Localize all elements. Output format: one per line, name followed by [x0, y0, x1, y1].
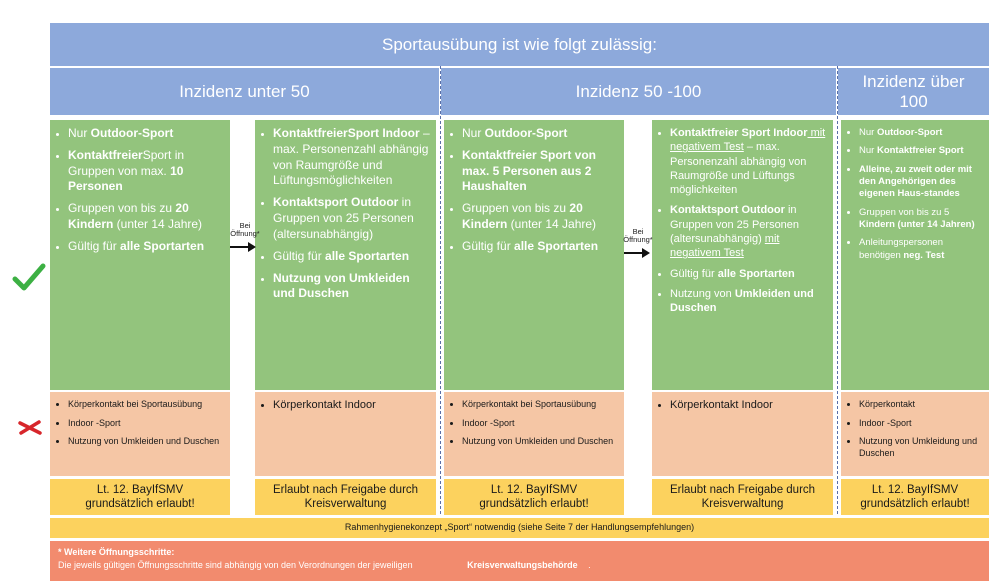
allowed-box-50-100-initial: Nur Outdoor-Sport Kontaktfreier Sport vo…	[444, 120, 624, 390]
list-item: Indoor -Sport	[68, 417, 224, 430]
not-allowed-box-under-50-opening: Körperkontakt Indoor	[255, 392, 436, 476]
list-item: Körperkontakt bei Sportausübung	[462, 398, 618, 411]
list-item: Gruppen von bis zu 5 Kindern (unter 14 J…	[859, 206, 983, 232]
footer-title: * Weitere Öffnungsschritte:	[58, 547, 175, 557]
list-item: Nutzung von Umkleiden und Duschen	[68, 435, 224, 448]
list-item: Nur Outdoor-Sport	[859, 126, 983, 139]
list-item: Körperkontakt bei Sportausübung	[68, 398, 224, 411]
legal-status-text: Lt. 12. BayIfSMV grundsätzlich erlaubt!	[860, 483, 970, 510]
list-item: Kontaktfreier Sport von max. 5 Personen …	[462, 148, 618, 195]
list-item: Indoor -Sport	[462, 417, 618, 430]
list-item: Kontaktsport Outdoor in Gruppen von 25 P…	[273, 195, 430, 242]
opening-arrow: Bei Öffnung*	[622, 227, 654, 268]
list-item: Gruppen von bis zu 20 Kindern (unter 14 …	[68, 201, 224, 233]
list-item: Nur Outdoor-Sport	[68, 126, 224, 142]
column-header-over-100: Inzidenz über 100	[838, 68, 989, 115]
list-item: Körperkontakt Indoor	[273, 398, 430, 412]
not-allowed-box-over-100: Körperkontakt Indoor -Sport Nutzung von …	[841, 392, 989, 476]
column-header-label: Inzidenz über 100	[862, 71, 965, 111]
legal-status-under-50-initial: Lt. 12. BayIfSMV grundsätzlich erlaubt!	[50, 479, 230, 515]
legal-status-text: Lt. 12. BayIfSMV grundsätzlich erlaubt!	[479, 483, 589, 510]
arrow-label: Bei Öffnung*	[230, 221, 260, 239]
allowed-box-under-50-opening: KontaktfreierSport Indoor – max. Persone…	[255, 120, 436, 390]
legal-status-under-50-opening: Erlaubt nach Freigabe durch Kreisverwalt…	[255, 479, 436, 515]
check-mark-icon	[12, 262, 46, 292]
list-item: Körperkontakt Indoor	[670, 398, 827, 412]
list-item: Nutzung von Umkleidung und Duschen	[859, 435, 983, 459]
legal-status-text: Erlaubt nach Freigabe durch Kreisverwalt…	[272, 483, 419, 510]
column-header-label: Inzidenz 50 -100	[575, 81, 702, 101]
column-header-50-100: Inzidenz 50 -100	[441, 68, 836, 115]
allowed-box-over-100: Nur Outdoor-Sport Nur Kontaktfreier Spor…	[841, 120, 989, 390]
list-item: Gruppen von bis zu 20 Kindern (unter 14 …	[462, 201, 618, 233]
list-item: Alleine, zu zweit oder mit den Angehörig…	[859, 163, 983, 201]
legal-status-50-100-initial: Lt. 12. BayIfSMV grundsätzlich erlaubt!	[444, 479, 624, 515]
column-separator	[837, 66, 838, 514]
list-item: KontaktfreierSport in Gruppen von max. 1…	[68, 148, 224, 195]
arrow-label: Bei Öffnung*	[623, 227, 653, 245]
list-item: Nur Outdoor-Sport	[462, 126, 618, 142]
list-item: Gültig für alle Sportarten	[273, 249, 430, 265]
main-title-bar: Sportausübung ist wie folgt zulässig:	[50, 23, 989, 66]
not-allowed-box-50-100-opening: Körperkontakt Indoor	[652, 392, 833, 476]
arrow-right-icon	[624, 247, 650, 258]
list-item: Körperkontakt	[859, 398, 983, 411]
cross-mark-icon	[18, 420, 42, 436]
arrow-right-icon	[230, 241, 256, 252]
footer-text: Die jeweils gültigen Öffnungsschritte si…	[58, 560, 591, 571]
list-item: Gültig für alle Sportarten	[462, 239, 618, 255]
hygiene-concept-bar: Rahmenhygienekonzept „Sport“ notwendig (…	[50, 518, 989, 538]
list-item: Gültig für alle Sportarten	[68, 239, 224, 255]
list-item: Nutzung von Umkleiden und Duschen	[462, 435, 618, 448]
list-item: Nutzung von Umkleiden und Duschen	[273, 271, 430, 303]
legal-status-50-100-opening: Erlaubt nach Freigabe durch Kreisverwalt…	[652, 479, 833, 515]
list-item: KontaktfreierSport Indoor – max. Persone…	[273, 126, 430, 189]
legal-status-text: Lt. 12. BayIfSMV grundsätzlich erlaubt!	[85, 483, 195, 510]
list-item: Indoor -Sport	[859, 417, 983, 430]
not-allowed-box-under-50-initial: Körperkontakt bei Sportausübung Indoor -…	[50, 392, 230, 476]
column-header-label: Inzidenz unter 50	[179, 81, 310, 101]
list-item: Kontaktsport Outdoor in Gruppen von 25 P…	[670, 203, 827, 260]
further-opening-steps-footer: * Weitere Öffnungsschritte: Die jeweils …	[50, 541, 989, 581]
allowed-box-under-50-initial: Nur Outdoor-Sport KontaktfreierSport in …	[50, 120, 230, 390]
allowed-box-50-100-opening: Kontaktfreier Sport Indoor mit negativem…	[652, 120, 833, 390]
list-item: Kontaktfreier Sport Indoor mit negativem…	[670, 126, 827, 197]
legal-status-over-100: Lt. 12. BayIfSMV grundsätzlich erlaubt!	[841, 479, 989, 515]
main-title: Sportausübung ist wie folgt zulässig:	[382, 34, 657, 54]
opening-arrow: Bei Öffnung*	[228, 221, 260, 262]
legal-status-text: Erlaubt nach Freigabe durch Kreisverwalt…	[669, 483, 816, 510]
not-allowed-box-50-100-initial: Körperkontakt bei Sportausübung Indoor -…	[444, 392, 624, 476]
column-separator	[440, 66, 441, 514]
list-item: Nur Kontaktfreier Sport	[859, 144, 983, 157]
list-item: Anleitungspersonen benötigen neg. Test	[859, 236, 983, 262]
list-item: Nutzung von Umkleiden und Duschen	[670, 287, 827, 316]
column-header-under-50: Inzidenz unter 50	[50, 68, 439, 115]
hygiene-concept-text: Rahmenhygienekonzept „Sport“ notwendig (…	[344, 522, 695, 533]
list-item: Gültig für alle Sportarten	[670, 267, 827, 281]
